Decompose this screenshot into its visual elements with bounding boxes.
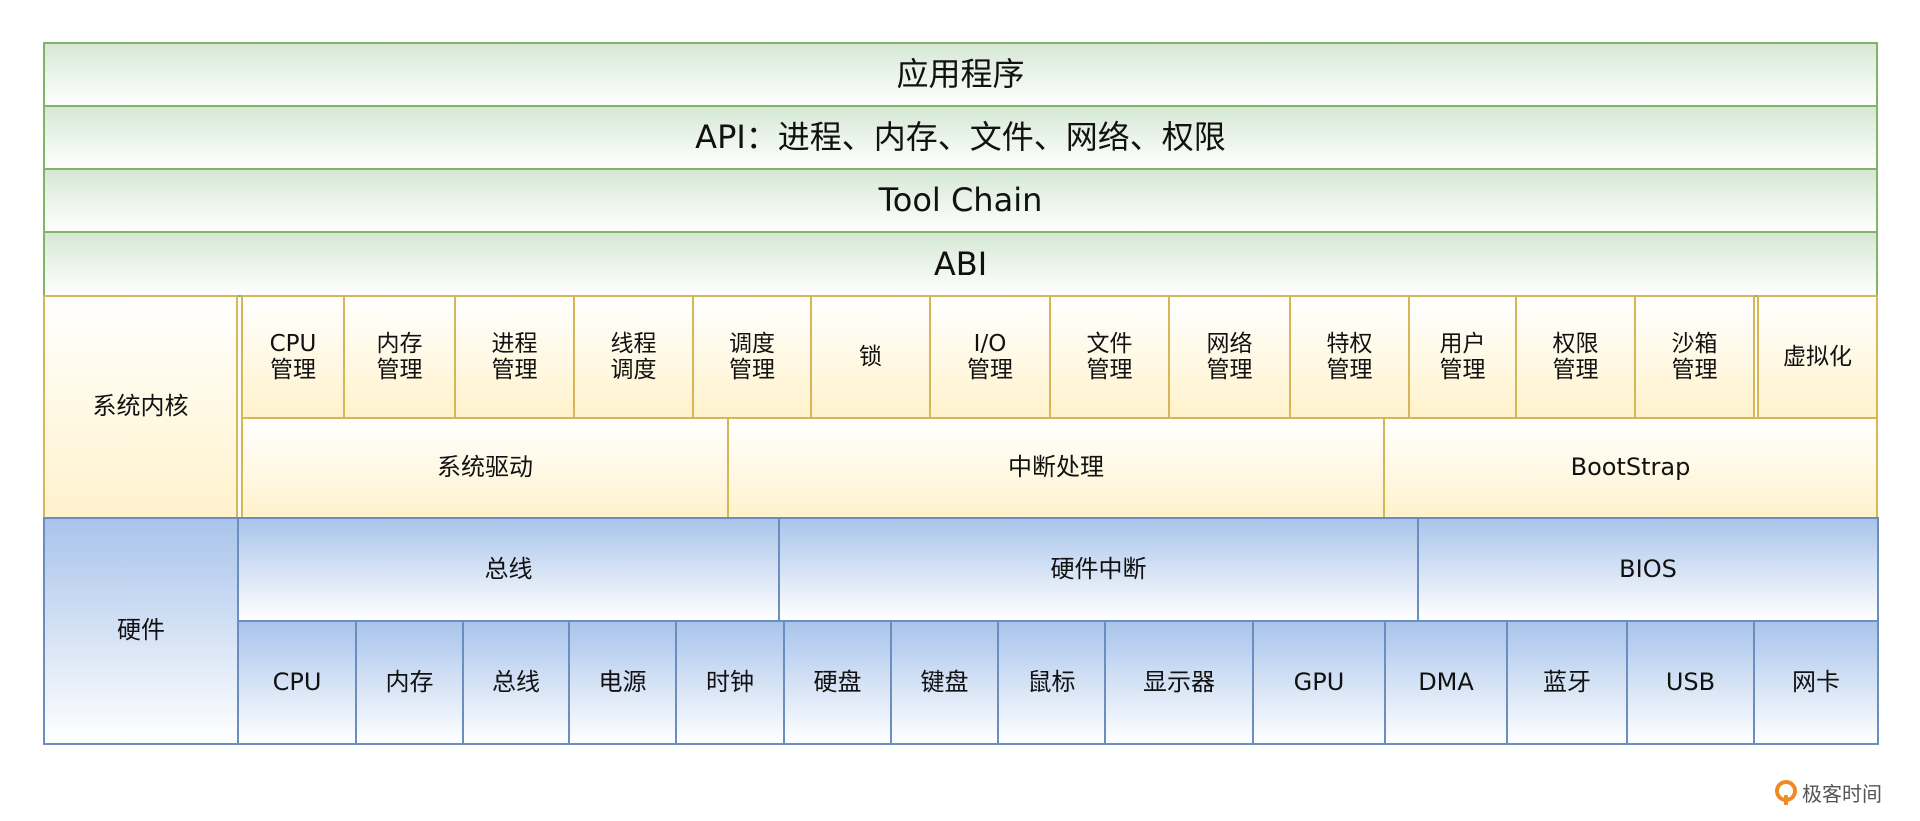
kernel-driver-label: 系统驱动 bbox=[437, 453, 533, 482]
kernel-module-label: CPU 管理 bbox=[269, 330, 317, 383]
kernel-module: 锁 bbox=[810, 295, 931, 419]
kernel-module-label: 特权 管理 bbox=[1326, 330, 1373, 383]
kernel-module-label: 锁 bbox=[859, 343, 882, 370]
kernel-module-label: 文件 管理 bbox=[1086, 330, 1133, 383]
hardware-device: 内存 bbox=[355, 620, 464, 745]
hardware-device-label: 内存 bbox=[385, 667, 434, 696]
hardware-device-label: 硬盘 bbox=[813, 667, 862, 696]
hardware-bios: BIOS bbox=[1417, 517, 1879, 622]
layer-toolchain: Tool Chain bbox=[43, 168, 1878, 233]
kernel-module-label: 进程 管理 bbox=[491, 330, 538, 383]
layer-abi: ABI bbox=[43, 231, 1878, 297]
kernel-module: 进程 管理 bbox=[454, 295, 575, 419]
hardware-device-label: 电源 bbox=[598, 667, 647, 696]
kernel-module-label: 权限 管理 bbox=[1552, 330, 1599, 383]
hardware-device: 硬盘 bbox=[783, 620, 892, 745]
kernel-module: 权限 管理 bbox=[1515, 295, 1636, 419]
kernel-interrupt: 中断处理 bbox=[727, 417, 1385, 519]
kernel-module-label: 线程 调度 bbox=[610, 330, 657, 383]
kernel-module: 特权 管理 bbox=[1289, 295, 1410, 419]
geektime-logo: 极客时间 bbox=[1774, 778, 1882, 807]
kernel-driver: 系统驱动 bbox=[241, 417, 729, 519]
hardware-device-label: GPU bbox=[1293, 667, 1345, 696]
hardware-device-label: 总线 bbox=[492, 667, 540, 696]
layer-application-label: 应用程序 bbox=[896, 55, 1025, 94]
hardware-device: USB bbox=[1626, 620, 1755, 745]
kernel-bootstrap: BootStrap bbox=[1383, 417, 1878, 519]
hardware-device-label: USB bbox=[1665, 667, 1716, 696]
layer-abi-label: ABI bbox=[933, 244, 988, 283]
hardware-device: 总线 bbox=[462, 620, 570, 745]
kernel-bootstrap-label: BootStrap bbox=[1570, 453, 1691, 482]
hardware-device: 键盘 bbox=[890, 620, 999, 745]
hardware-bios-label: BIOS bbox=[1619, 554, 1677, 583]
hardware-device: 蓝牙 bbox=[1506, 620, 1628, 745]
layer-application: 应用程序 bbox=[43, 42, 1878, 107]
hardware-device: GPU bbox=[1252, 620, 1386, 745]
hardware-interrupt-label: 硬件中断 bbox=[1050, 554, 1147, 583]
hardware-device: 时钟 bbox=[675, 620, 785, 745]
kernel-module: 内存 管理 bbox=[343, 295, 456, 419]
kernel-label: 系统内核 bbox=[92, 392, 189, 421]
kernel-module-label: 调度 管理 bbox=[729, 330, 775, 383]
layer-toolchain-label: Tool Chain bbox=[878, 181, 1043, 220]
kernel-module: 虚拟化 bbox=[1757, 295, 1878, 419]
kernel-module: 文件 管理 bbox=[1049, 295, 1170, 419]
layer-api-label: API：进程、内存、文件、网络、权限 bbox=[695, 118, 1226, 157]
hardware-device-label: DMA bbox=[1418, 667, 1474, 696]
kernel-module-label: 虚拟化 bbox=[1783, 343, 1852, 370]
hardware-device-label: 蓝牙 bbox=[1543, 667, 1591, 696]
kernel-module: 沙箱 管理 bbox=[1634, 295, 1755, 419]
layer-api: API：进程、内存、文件、网络、权限 bbox=[43, 105, 1878, 170]
hardware-device: 鼠标 bbox=[997, 620, 1106, 745]
hardware-label: 硬件 bbox=[117, 616, 165, 645]
kernel-interrupt-label: 中断处理 bbox=[1008, 453, 1104, 482]
hardware-bus: 总线 bbox=[237, 517, 780, 622]
hardware-device: 电源 bbox=[568, 620, 677, 745]
geektime-logo-text: 极客时间 bbox=[1802, 782, 1882, 806]
hardware-device: 显示器 bbox=[1104, 620, 1254, 745]
kernel-module: CPU 管理 bbox=[241, 295, 345, 419]
kernel-module-label: 沙箱 管理 bbox=[1671, 330, 1718, 383]
hardware-device: DMA bbox=[1384, 620, 1508, 745]
hardware-device-label: 键盘 bbox=[920, 667, 969, 696]
hardware-device: 网卡 bbox=[1753, 620, 1879, 745]
hardware-interrupt: 硬件中断 bbox=[778, 517, 1419, 622]
kernel-label-box: 系统内核 bbox=[43, 295, 238, 519]
kernel-module: 网络 管理 bbox=[1168, 295, 1291, 419]
hardware-device-label: 时钟 bbox=[706, 667, 754, 696]
kernel-module-label: 网络 管理 bbox=[1206, 330, 1253, 383]
hardware-device-label: 显示器 bbox=[1143, 667, 1215, 696]
hardware-device-label: 网卡 bbox=[1792, 667, 1840, 696]
kernel-module-label: 用户 管理 bbox=[1439, 330, 1486, 383]
kernel-module-label: I/O 管理 bbox=[967, 330, 1013, 383]
hardware-bus-label: 总线 bbox=[484, 554, 533, 583]
hardware-label-box: 硬件 bbox=[43, 517, 239, 745]
hardware-device-label: 鼠标 bbox=[1027, 667, 1076, 696]
kernel-module: 线程 调度 bbox=[573, 295, 694, 419]
kernel-module: 调度 管理 bbox=[692, 295, 812, 419]
geektime-logo-icon bbox=[1774, 779, 1798, 806]
kernel-module-label: 内存 管理 bbox=[376, 330, 423, 383]
hardware-device-label: CPU bbox=[272, 667, 322, 696]
kernel-module: 用户 管理 bbox=[1408, 295, 1517, 419]
hardware-device: CPU bbox=[237, 620, 357, 745]
kernel-module: I/O 管理 bbox=[929, 295, 1051, 419]
